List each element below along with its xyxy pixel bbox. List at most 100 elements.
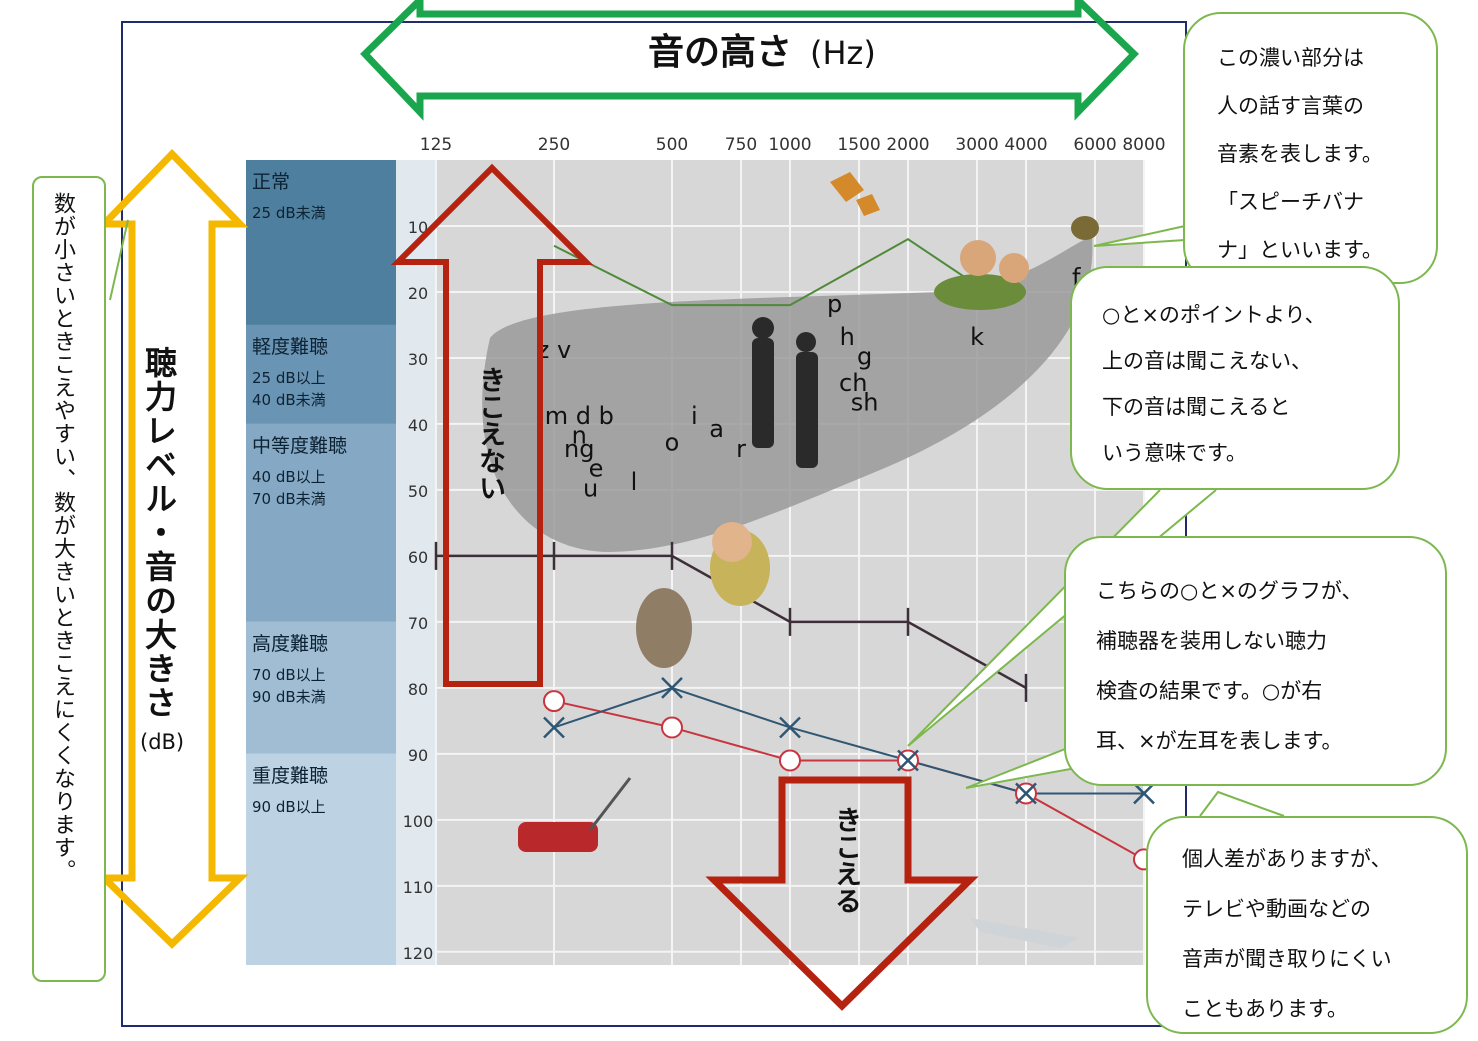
left-ear-point: [543, 716, 565, 739]
left-ear-point-stroke: [779, 716, 801, 739]
left-ear-point-stroke: [1133, 782, 1155, 805]
phoneme-label: p: [827, 290, 842, 318]
x-tick-label: 4000: [1004, 135, 1047, 155]
y-tick-label: 40: [408, 416, 428, 435]
left-ear-point-stroke: [1015, 782, 1037, 805]
y-tick-label: 90: [408, 746, 428, 765]
loudness-arrow: [95, 148, 249, 949]
phoneme-label: k: [970, 323, 984, 351]
y-tick-label: 60: [408, 548, 428, 567]
y-tick-label: 30: [408, 350, 428, 369]
dog-silhouette: [636, 588, 692, 668]
y-tick-label: 20: [408, 284, 428, 303]
airplane-silhouette: [970, 918, 1080, 948]
hearing-band-0: [246, 160, 396, 325]
left-ear-point: [897, 749, 919, 772]
hearing-band-4: [246, 753, 396, 965]
phoneme-label: g: [857, 343, 872, 371]
y-axis-unit: (dB): [140, 730, 185, 754]
bird-silhouette: [1071, 216, 1099, 240]
left-explanation-text: 数が小さいときこえやすい、数が大きいときこえにくくなります。: [50, 192, 75, 882]
right-ear-point: [779, 749, 801, 772]
speech-banana-pointer: [1093, 225, 1186, 247]
y-tick-label: 70: [408, 614, 428, 633]
autumn-leaves: [830, 172, 880, 216]
y-tick-label: 80: [408, 680, 428, 699]
hearing-band-2: [246, 423, 396, 622]
cannot-hear-arrow: [390, 163, 594, 687]
lawnmower-silhouette: [518, 822, 598, 852]
individual-pointer: [1199, 790, 1285, 817]
cannot-hear-label: きこえない: [474, 366, 505, 501]
speech-banana: [482, 236, 1093, 552]
phoneme-label: i: [691, 402, 698, 430]
person-silhouette: [796, 352, 818, 468]
x-tick-label: 1000: [768, 135, 811, 155]
x-tick-label: 3000: [955, 135, 998, 155]
x-tick-label: 2000: [886, 135, 929, 155]
child-head: [960, 240, 996, 276]
y-tick-label: 120: [403, 944, 434, 963]
left-ear-point: [1133, 782, 1155, 805]
hearing-band-3: [246, 621, 396, 754]
frequency-arrow: [360, 0, 1139, 121]
can-hear-arrow: [705, 776, 979, 1011]
x-tick-label: 500: [656, 135, 688, 155]
left-note-pointer: [109, 219, 129, 301]
y-tick-label: 10: [408, 218, 428, 237]
hearing-band-range: 90 dB未満: [252, 688, 326, 706]
phoneme-label: u: [583, 475, 598, 503]
hearing-band-range: 40 dB以上: [252, 468, 326, 486]
y-tick-label: 100: [403, 812, 434, 831]
children-silhouette: [934, 274, 1026, 310]
x-tick-label: 750: [725, 135, 757, 155]
phoneme-label: h: [840, 323, 855, 351]
y-tick-label: 50: [408, 482, 428, 501]
hearing-band-name: 高度難聴: [252, 633, 328, 655]
right-ear-point: [543, 690, 565, 713]
left-ear-point: [1015, 782, 1037, 805]
right-ear-line: [553, 700, 1145, 861]
reference-normal-line: [553, 238, 978, 307]
phoneme-label: ng: [564, 435, 594, 463]
child-head: [999, 253, 1029, 283]
hearing-band-range: 40 dB未満: [252, 391, 326, 409]
hearing-band-range: 70 dB以上: [252, 666, 326, 684]
x-tick-label: 125: [420, 135, 452, 155]
hearing-band-1: [246, 324, 396, 424]
left-ear-point: [779, 716, 801, 739]
x-tick-label: 1500: [837, 135, 880, 155]
hearing-band-name: 軽度難聴: [252, 336, 328, 358]
x-tick-label: 250: [538, 135, 570, 155]
y-axis-title: 聴力レベル・音の大きさ: [140, 346, 178, 720]
tick-label-strip: [396, 160, 436, 965]
hearing-band-name: 重度難聴: [252, 765, 328, 787]
phoneme-label: m d b: [545, 402, 614, 430]
frequency-title: 音の高さ: [648, 32, 792, 73]
hearing-band-range: 25 dB以上: [252, 369, 326, 387]
right-ear-point: [661, 716, 683, 739]
phoneme-label: o: [665, 428, 680, 456]
hearing-band-range: 25 dB未満: [252, 204, 326, 222]
hearing-band-range: 90 dB以上: [252, 798, 326, 816]
left-ear-point-stroke: [897, 749, 919, 772]
phoneme-label: e: [589, 455, 604, 483]
hearing-band-name: 正常: [252, 171, 290, 193]
person-head: [796, 332, 816, 352]
figure-frame: [121, 21, 1187, 1027]
lawnmower-handle: [588, 777, 632, 831]
y-tick-label: 110: [403, 878, 434, 897]
left-explanation-note: 数が小さいときこえやすい、数が大きいときこえにくくなります。: [32, 176, 106, 982]
person-head: [752, 317, 774, 339]
speech-banana-bubble: この濃い部分は 人の話す言葉の 音素を表します。 「スピーチバナ ナ」といいます…: [1183, 12, 1438, 284]
illustrations: [518, 172, 1099, 948]
x-tick-label: 6000: [1073, 135, 1116, 155]
phoneme-label: r: [736, 435, 746, 463]
hearing-band-range: 70 dB未満: [252, 490, 326, 508]
person-silhouette: [752, 338, 774, 448]
left-ear-point-stroke: [543, 716, 565, 739]
individual-difference-bubble: 個人差がありますが、 テレビや動画などの 音声が聞き取りにくい こともあります。: [1146, 816, 1468, 1034]
baby-head: [712, 522, 752, 562]
